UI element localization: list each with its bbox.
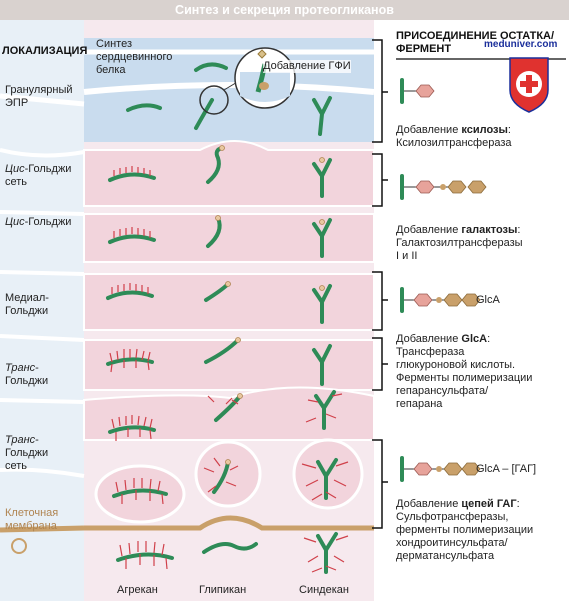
step-galactose-enzyme-l2: I и II: [396, 250, 418, 262]
rough-er-label-l2: ЭПР: [5, 97, 29, 109]
step-gag-l3: ферменты полимеризации: [396, 524, 534, 536]
secretory-vesicle-aggrecan: [94, 464, 186, 524]
step-xylose-title: Добавление ксилозы:: [396, 124, 511, 136]
attachment-header-line2: ФЕРМЕНТ: [396, 43, 452, 55]
meduniver-logo: [509, 57, 549, 113]
glca-chain-label: GlcA: [476, 294, 500, 306]
core-protein-label-l3: белка: [96, 64, 126, 76]
step-gag-title: Добавление цепей ГАГ:: [396, 498, 520, 510]
trans-golgi-network-label-l2: Гольджи: [5, 447, 49, 459]
step-xylose-enzyme: Ксилозилтрансфераза: [396, 137, 512, 149]
step-glca-l4: Ферменты полимеризации: [396, 372, 533, 384]
aggrecan-gag-chains: [109, 166, 349, 573]
localization-header: ЛОКАЛИЗАЦИЯ: [2, 45, 88, 57]
trans-golgi-network-label-l3: сеть: [5, 460, 28, 472]
cell-membrane-label-l1: Клеточная: [5, 507, 59, 519]
aggrecan-er: [126, 103, 162, 112]
watermark: meduniver.com: [484, 39, 558, 50]
cis-golgi-cisterna: [83, 213, 375, 263]
glca-chain-icon: [400, 287, 481, 313]
proteoglycan-syndecan: Синдекан: [299, 584, 349, 596]
galactose-chain-icon: [400, 174, 487, 200]
gpi-label: Добавление ГФИ: [263, 60, 351, 73]
title-bar: [0, 0, 569, 20]
cis-golgi-network-label-l2: сеть: [5, 176, 28, 188]
gag-chain-label: GlcA – [ГАГ]: [476, 463, 537, 475]
step-glca-l6: гепарана: [396, 398, 443, 410]
step-gag-l5: дерматансульфата: [396, 550, 495, 562]
core-proteins: [106, 62, 338, 574]
rough-er-label-l1: Гранулярный: [5, 84, 73, 96]
step-gag-l4: хондроитинсульфата/: [396, 537, 508, 549]
step-glca-l5: гепарансульфата/: [396, 385, 489, 397]
proteoglycan-aggrecan: Агрекан: [117, 584, 158, 596]
step-glca-l3: глюкуроновой кислоты.: [396, 359, 516, 371]
step-gag-l2: Сульфотрансферазы,: [396, 511, 509, 523]
cis-golgi-label: Цис-Гольджи: [5, 216, 72, 228]
medial-golgi-label-l2: Гольджи: [5, 305, 49, 317]
attachment-header-line1: ПРИСОЕДИНЕНИЕ ОСТАТКА/: [396, 30, 555, 42]
step-galactose-title: Добавление галактозы:: [396, 224, 521, 236]
zoom-circle-small: [199, 85, 229, 115]
cell-membrane-label-l2: мембрана: [5, 520, 57, 532]
trans-golgi-network-label-l1: Транс-: [5, 434, 39, 446]
xylose-chain-icon: [400, 78, 435, 104]
secretory-vesicle-glypican: [194, 440, 262, 508]
cis-golgi-network-cisterna: [83, 140, 375, 207]
medial-golgi-label-l1: Медиал-: [5, 292, 49, 304]
proteoglycan-glypican: Глипикан: [199, 584, 247, 596]
cell-membrane-line: [84, 515, 374, 531]
figure-title: Синтез и секреция протеогликанов: [175, 3, 394, 17]
trans-golgi-label-l2: Гольджи: [5, 375, 49, 387]
step-glca-l2: Трансфераза: [396, 346, 465, 358]
core-protein-label-l2: сердцевинного: [96, 51, 173, 63]
trans-golgi-network: [83, 386, 375, 441]
trans-golgi-label-l1: Транс-: [5, 362, 39, 374]
membrane-symbol: [11, 538, 27, 554]
gag-chain-icon: [400, 456, 481, 482]
step-glca-title: Добавление GlcA:: [396, 333, 491, 345]
brackets: [372, 39, 388, 529]
core-protein-label-l1: Синтез: [96, 38, 132, 50]
step-galactose-enzyme-l1: Галактозилтрансферазы: [396, 237, 523, 249]
cis-golgi-network-label-l1: Цис-Гольджи: [5, 163, 72, 175]
